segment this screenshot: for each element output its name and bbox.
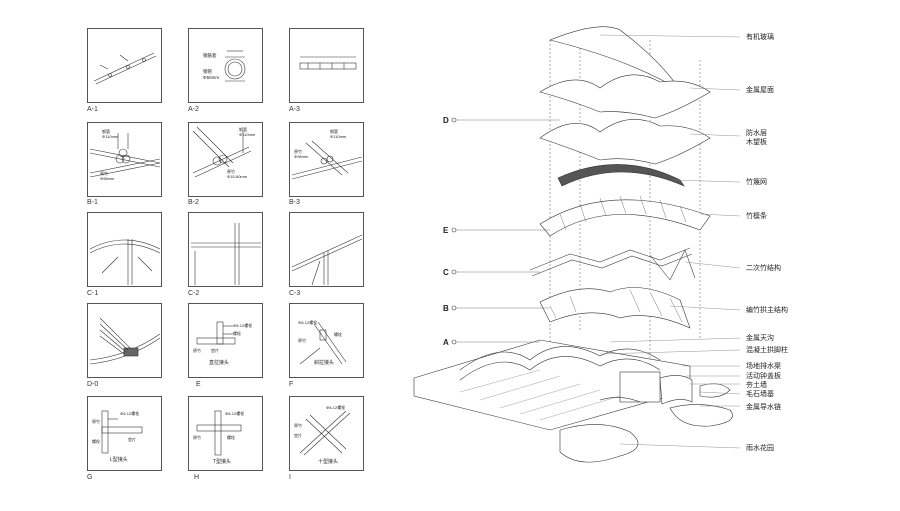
a2-note-2: 钢管 [203, 68, 212, 75]
detail-c2-label: C-2 [188, 290, 200, 297]
g-note-4: 螺栓 [92, 438, 100, 444]
legend-item: 毛石墙基 [746, 391, 774, 398]
legend-item: 金属天沟 [746, 335, 774, 342]
h-note-2: 原竹 [193, 434, 201, 440]
b2-note-4: Φ15-60mm [227, 174, 248, 179]
layer-letter-a: A [443, 338, 449, 347]
detail-c3-label: C-3 [289, 290, 301, 297]
b2-note-2: Φ110mm [239, 132, 256, 137]
detail-d0-label: D-0 [87, 381, 99, 388]
detail-a2: 钢筋套 钢管 Φ50mm [188, 28, 263, 103]
f-note-3: 螺栓 [334, 331, 342, 337]
legend-item: 竹檩条 [746, 213, 767, 220]
b1-note-4: Φ98mm [100, 176, 115, 181]
detail-b1: 钢管 Φ110mm 原竹 Φ98mm [87, 122, 162, 197]
detail-a1 [87, 28, 162, 103]
detail-b2: 钢管 Φ110mm 原竹 Φ15-60mm [188, 122, 263, 197]
e-note-5: 直拉接头 [209, 359, 229, 366]
detail-g: Φ8-12螺栓 原竹 垫片 螺栓 L型接头 [87, 396, 162, 471]
b1-note-3: 原竹 [100, 170, 108, 176]
layer-letter-c: C [443, 268, 449, 277]
b1-note-1: 钢管 [102, 128, 110, 134]
detail-b3: 钢管 Φ110mm 原竹 Φ98mm [289, 122, 364, 197]
b3-note-2: Φ110mm [330, 134, 347, 139]
detail-a1-label: A-1 [87, 106, 98, 113]
layer-letter-b: B [443, 304, 449, 313]
b3-note-4: Φ98mm [294, 154, 309, 159]
e-note-1: Φ8-12螺栓 [233, 322, 252, 328]
detail-a2-label: A-2 [188, 106, 199, 113]
b2-note-1: 钢管 [239, 126, 247, 132]
detail-a3-label: A-3 [289, 106, 300, 113]
detail-f-label: F [289, 381, 294, 388]
layer-letter-e: E [443, 226, 449, 235]
a2-note-1: 钢筋套 [203, 52, 217, 59]
legend-item: 编竹拱主结构 [746, 307, 788, 314]
b1-note-2: Φ110mm [102, 134, 119, 139]
detail-b2-label: B-2 [188, 199, 199, 206]
g-note-1: Φ8-12螺栓 [120, 410, 139, 416]
b2-note-3: 原竹 [227, 168, 235, 174]
legend-item: 竹篾网 [746, 179, 767, 186]
legend-item: 金属屋面 [746, 87, 774, 94]
legend-item: 二次竹结构 [746, 265, 781, 272]
legend-item: 混凝土拱脚柱 [746, 347, 788, 354]
i-note-1: Φ8-12螺栓 [326, 404, 345, 410]
a2-note-3: Φ50mm [203, 75, 219, 80]
legend-item: 活动钟盖板 [746, 373, 781, 380]
detail-d0 [87, 303, 162, 378]
g-note-5: L型接头 [110, 456, 128, 463]
detail-a3 [289, 28, 364, 103]
g-note-2: 原竹 [92, 418, 100, 424]
g-note-3: 垫片 [128, 436, 136, 442]
b3-note-3: 原竹 [294, 148, 302, 154]
detail-c3 [289, 212, 364, 287]
layer-letter-d: D [443, 116, 449, 125]
i-note-4: 十型接头 [318, 458, 338, 465]
detail-i-label: I [289, 474, 291, 481]
detail-c2 [188, 212, 263, 287]
detail-c1 [87, 212, 162, 287]
detail-f: Φ8-12螺栓 原竹 螺栓 斜拉接头 [289, 303, 364, 378]
exploded-axonometric [400, 0, 900, 506]
legend-item: 夯土墙 [746, 382, 767, 389]
legend-item: 金属导水链 [746, 404, 781, 411]
detail-b3-label: B-3 [289, 199, 300, 206]
detail-e: Φ8-12螺栓 原竹 垫片 螺栓 直拉接头 [188, 303, 263, 378]
legend-item: 场地排水渠 [746, 363, 781, 370]
detail-h-label: H [194, 474, 200, 481]
legend-item: 防水层 [746, 130, 767, 137]
e-note-2: 原竹 [193, 347, 201, 353]
i-note-2: 原竹 [294, 422, 302, 428]
legend-item: 雨水花园 [746, 445, 774, 452]
detail-g-label: G [87, 474, 93, 481]
f-note-1: Φ8-12螺栓 [298, 319, 317, 325]
detail-e-label: E [196, 381, 201, 388]
h-note-1: Φ8-12螺栓 [225, 410, 244, 416]
i-note-3: 垫片 [294, 432, 302, 438]
b3-note-1: 钢管 [330, 128, 338, 134]
detail-c1-label: C-1 [87, 290, 99, 297]
detail-i: Φ8-12螺栓 原竹 垫片 十型接头 [289, 396, 364, 471]
h-note-4: T型接头 [213, 458, 231, 465]
legend-item: 木望板 [746, 139, 767, 146]
f-note-4: 斜拉接头 [314, 359, 334, 366]
e-note-4: 螺栓 [233, 330, 241, 336]
legend-item: 有机玻璃 [746, 34, 774, 41]
detail-h: Φ8-12螺栓 原竹 螺栓 T型接头 [188, 396, 263, 471]
detail-b1-label: B-1 [87, 199, 98, 206]
h-note-3: 螺栓 [227, 434, 235, 440]
f-note-2: 原竹 [298, 337, 306, 343]
e-note-3: 垫片 [211, 347, 219, 353]
